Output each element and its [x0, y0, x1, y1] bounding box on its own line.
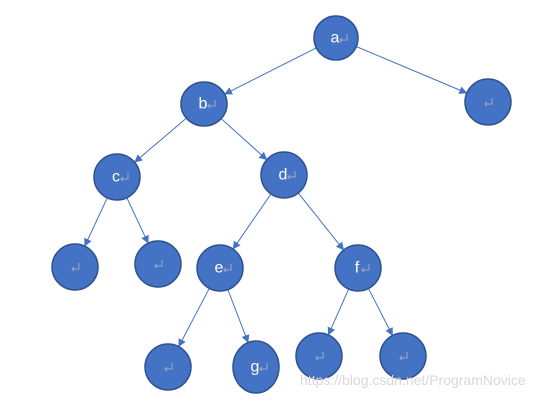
tree-node-g: g [232, 340, 280, 394]
node-label-c: c [112, 169, 120, 186]
enter-mark-icon [361, 264, 370, 273]
node-circle-f-left [295, 332, 343, 380]
enter-mark-icon [164, 363, 173, 372]
node-label-e: e [215, 260, 224, 277]
node-circle-c-left [51, 243, 99, 291]
enter-mark-icon [315, 352, 324, 361]
enter-mark-icon [287, 171, 296, 180]
edge-d-f [297, 192, 345, 251]
tree-node-e-left [144, 343, 192, 391]
enter-mark-icon [484, 98, 493, 107]
enter-mark-icon [259, 363, 268, 372]
enter-mark-icon [223, 264, 232, 273]
node-circle-a-right [464, 78, 512, 126]
node-label-g: g [251, 359, 260, 376]
edge-b-c [134, 117, 188, 163]
enter-mark-icon [154, 260, 163, 269]
node-circle-f [334, 244, 382, 292]
node-circle-g [232, 340, 280, 394]
edge-c-c-right [126, 197, 149, 244]
tree-node-f: f [334, 244, 382, 292]
edge-b-d [220, 117, 268, 161]
node-circle-b [180, 81, 228, 127]
node-circle-e-left [144, 343, 192, 391]
enter-mark-icon [71, 263, 80, 272]
tree-node-c: c [93, 153, 141, 201]
edge-a-a-right [355, 45, 468, 94]
node-circle-c-right [134, 240, 182, 288]
watermark-text: https://blog.csdn.net/ProgramNovice [300, 372, 526, 388]
edge-e-e-left [178, 287, 210, 348]
edge-e-g [227, 289, 250, 344]
node-circle-a [313, 15, 359, 61]
edge-c-c-left [84, 197, 108, 247]
tree-node-c-right [134, 240, 182, 288]
edge-f-f-right [367, 287, 393, 337]
edge-d-e [232, 193, 272, 250]
edges-layer [84, 45, 468, 348]
tree-node-d: d [260, 151, 308, 199]
tree-node-c-left [51, 243, 99, 291]
edge-f-f-left [327, 288, 350, 336]
enter-mark-icon [207, 100, 216, 109]
node-circle-f-right [379, 332, 427, 380]
node-label-d: d [279, 167, 288, 184]
node-circle-e [196, 244, 244, 292]
node-label-a: a [331, 30, 340, 47]
nodes-layer: a b c d e f g [51, 15, 512, 394]
tree-node-a-right [464, 78, 512, 126]
tree-node-f-left [295, 332, 343, 380]
edge-a-b [224, 47, 317, 95]
tree-node-f-right [379, 332, 427, 380]
enter-mark-icon [399, 352, 408, 361]
node-circle-d [260, 151, 308, 199]
tree-node-a: a [313, 15, 359, 61]
enter-mark-icon [120, 173, 129, 182]
node-circle-c [93, 153, 141, 201]
node-label-b: b [199, 96, 208, 113]
enter-mark-icon [339, 34, 348, 43]
tree-node-e: e [196, 244, 244, 292]
node-label-f: f [355, 260, 360, 277]
tree-node-b: b [180, 81, 228, 127]
